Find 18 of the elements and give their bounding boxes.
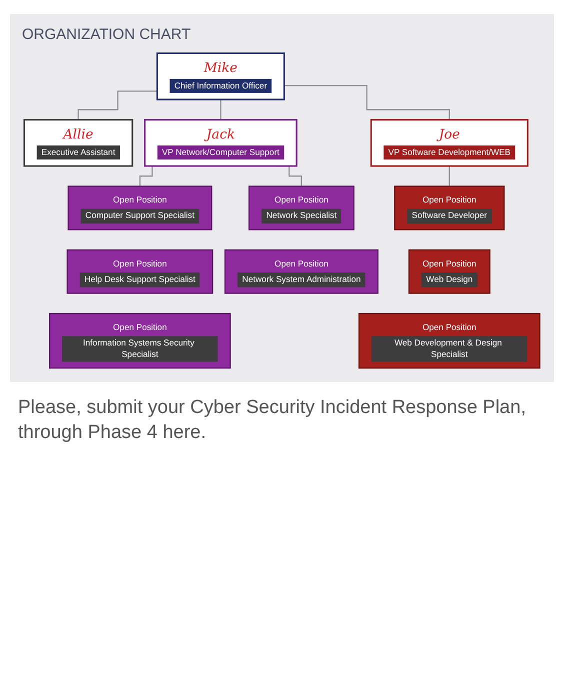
connector (78, 90, 158, 120)
node-box: Open Position Software Developer (394, 186, 505, 230)
node-box: Open Position Help Desk Support Specialist (66, 249, 214, 294)
connector (220, 98, 222, 120)
node-box: Open Position Network System Administration (224, 249, 378, 294)
connector (284, 85, 450, 120)
node-box: Joe VP Software Development/WEB (370, 118, 528, 167)
node-box: Jack VP Network/Computer Support (144, 118, 298, 167)
node-box: Open Position Network Specialist (248, 186, 354, 230)
node-box: Open Position Web Development & Design Specialist (358, 312, 540, 369)
node-box: Open Position Information Systems Security Specialist (49, 312, 231, 369)
connector (448, 165, 450, 187)
note-text: Please, submit your Cyber Security Incident Response Plan, through Phase 4 here. (18, 396, 527, 445)
node-box: Mike Chief Information Officer (156, 52, 285, 100)
chart-title: ORGANIZATION CHART (22, 26, 191, 43)
node-box: Allie Executive Assistant (23, 118, 134, 167)
node-box: Open Position Web Design (408, 249, 490, 294)
node-box: Open Position Computer Support Specialist (68, 186, 212, 230)
